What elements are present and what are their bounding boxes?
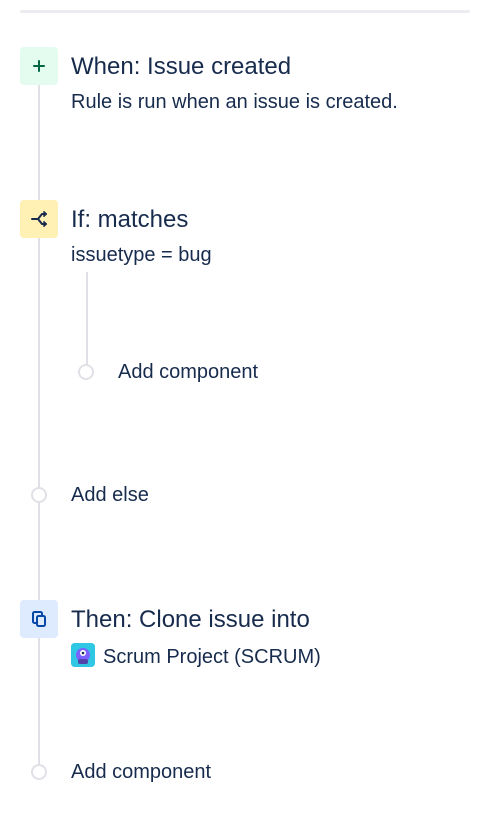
project-avatar-icon [71, 643, 95, 667]
branch-add-component-button[interactable]: Add component [118, 361, 259, 383]
add-else-button[interactable]: Add else [71, 484, 149, 506]
top-divider [20, 10, 470, 13]
rule-rail [38, 64, 40, 772]
branch-rail [86, 272, 88, 368]
trigger-description: Rule is run when an issue is created. [71, 91, 398, 113]
action-title: Then: Clone issue into [71, 606, 310, 633]
add-component-button[interactable]: Add component [71, 761, 212, 783]
branch-icon [20, 200, 58, 238]
condition-title: If: matches [71, 206, 189, 233]
branch-add-component-dot[interactable] [78, 364, 94, 380]
action-project: Scrum Project (SCRUM) [71, 643, 321, 669]
add-else-dot[interactable] [31, 487, 47, 503]
add-component-dot[interactable] [31, 764, 47, 780]
condition-description: issuetype = bug [71, 244, 212, 266]
plus-icon [20, 47, 58, 85]
project-label: Scrum Project (SCRUM) [103, 646, 321, 668]
trigger-title: When: Issue created [71, 53, 292, 80]
clone-icon [20, 600, 58, 638]
